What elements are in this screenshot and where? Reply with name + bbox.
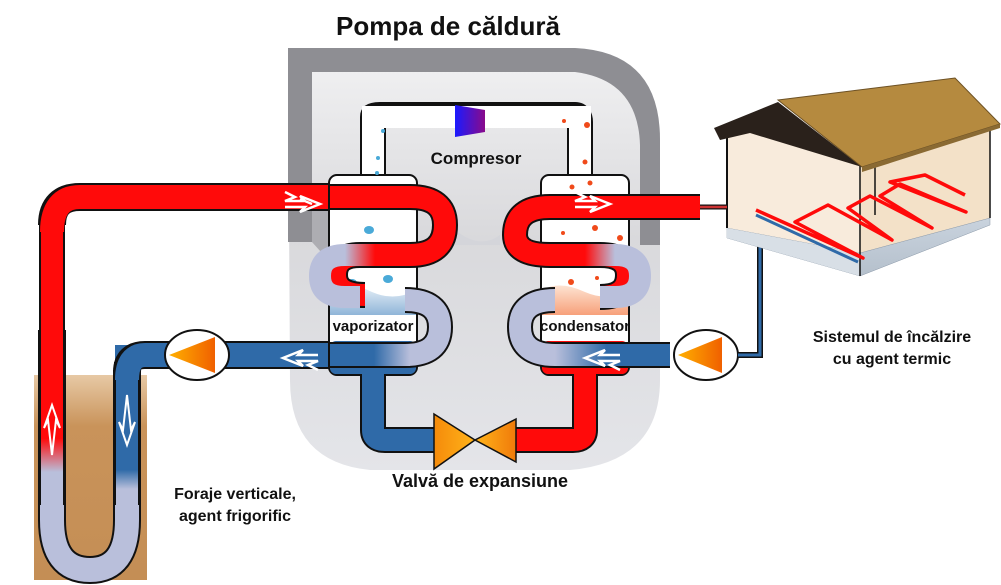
svg-text:agent frigorific: agent frigorific xyxy=(179,508,291,525)
diagram-title: Pompa de căldură xyxy=(336,11,560,41)
heating-loop-pump xyxy=(673,225,763,381)
svg-text:Sistemul de încălzire: Sistemul de încălzire xyxy=(813,329,971,346)
pump-triangle-icon xyxy=(169,337,215,373)
pump-triangle-icon xyxy=(678,337,722,373)
flow-arrows-heating xyxy=(574,190,621,372)
expansion-valve-label: Valvă de expansiune xyxy=(392,471,568,491)
expansion-valve-icon xyxy=(433,412,517,471)
condenser-coil xyxy=(501,194,700,368)
ground-loop-pipe xyxy=(38,183,330,585)
ground-loop-pump xyxy=(164,329,230,381)
evaporator-label: vaporizator xyxy=(333,318,414,335)
expansion-line xyxy=(360,372,598,453)
compressor-label: Compresor xyxy=(431,149,522,168)
compressor-icon xyxy=(455,105,485,137)
condenser-label: condensator xyxy=(540,318,630,335)
svg-text:cu agent termic: cu agent termic xyxy=(833,351,951,368)
evaporator-coil xyxy=(308,184,459,368)
house-illustration xyxy=(700,77,1001,277)
ground-loop-caption: Foraje verticale, agent frigorific xyxy=(174,486,296,525)
flow-arrows-ground xyxy=(43,190,324,456)
svg-text:Foraje verticale,: Foraje verticale, xyxy=(174,486,296,503)
heating-system-caption: Sistemul de încălzire cu agent termic xyxy=(813,329,971,368)
